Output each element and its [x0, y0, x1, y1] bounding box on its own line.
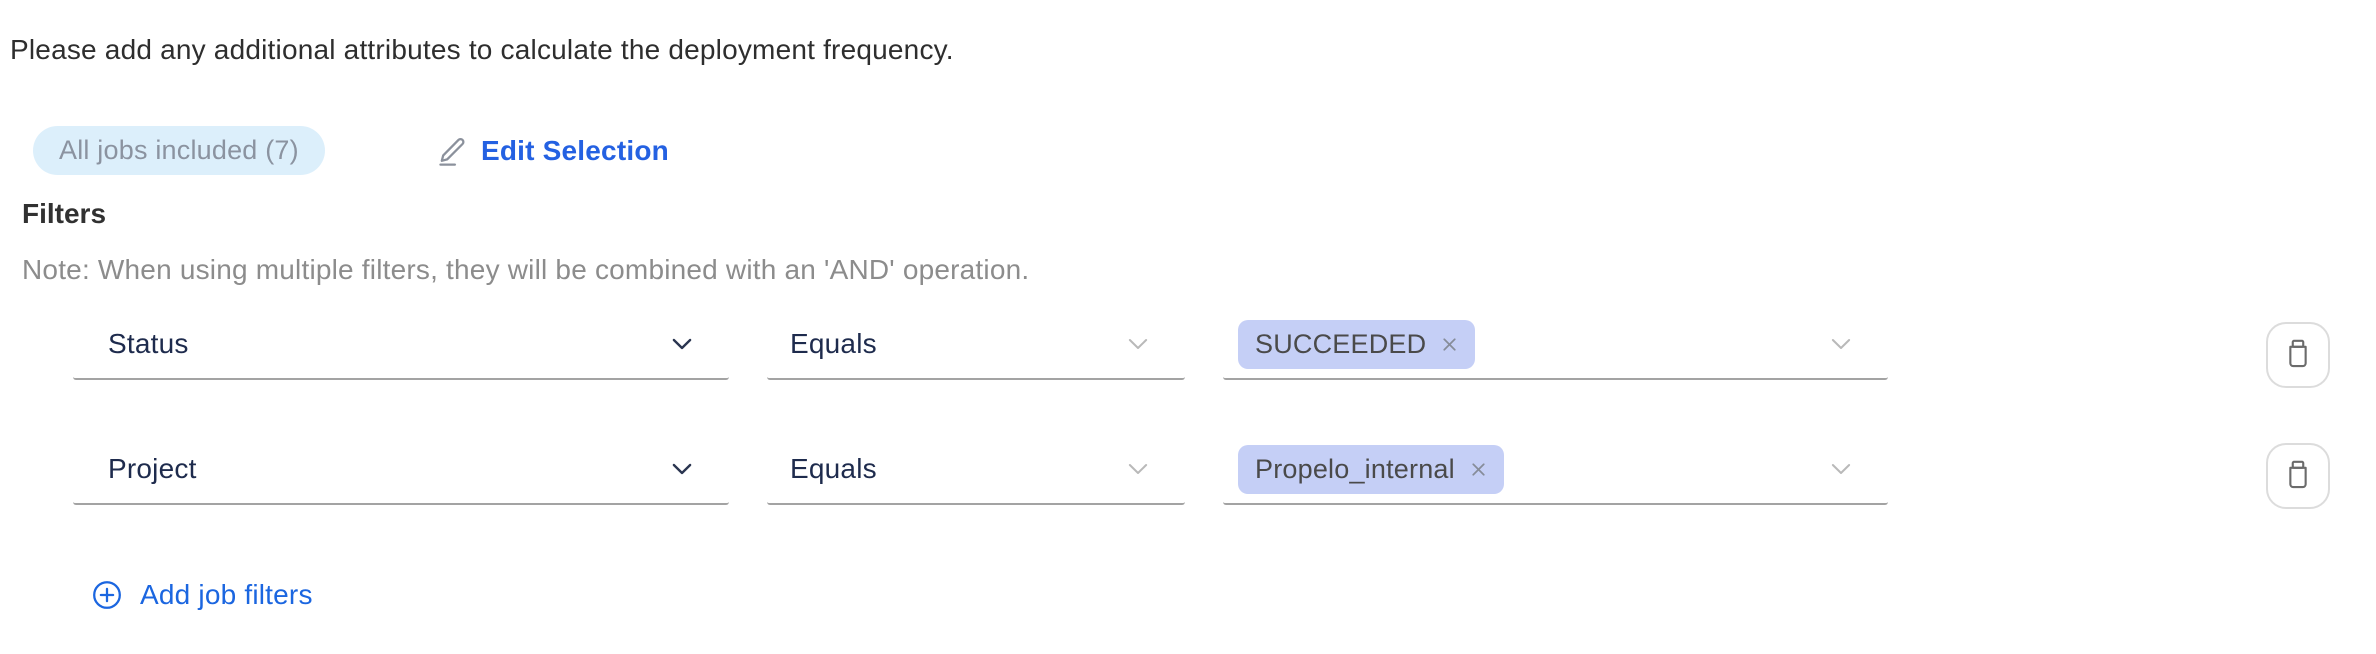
- edit-selection-button[interactable]: Edit Selection: [437, 126, 669, 175]
- remove-value-x-icon[interactable]: [1468, 459, 1489, 480]
- jobs-included-badge-label: All jobs included (7): [59, 135, 299, 165]
- value-tag: SUCCEEDED: [1238, 319, 1476, 369]
- edit-pencil-icon: [437, 135, 469, 167]
- values-multiselect[interactable]: Propelo_internal: [1223, 435, 1888, 505]
- chevron-down-icon: [667, 454, 697, 484]
- operator-select-value: Equals: [790, 328, 877, 359]
- trash-icon: [2281, 457, 2315, 496]
- filters-heading: Filters: [22, 198, 107, 229]
- attribute-select-value: Status: [108, 328, 189, 359]
- filter-row: Project Equals Propelo_internal: [0, 435, 2376, 505]
- attribute-select[interactable]: Status: [73, 310, 729, 380]
- filter-row: Status Equals SUCCEEDED: [0, 310, 2376, 380]
- attribute-select-value: Project: [108, 453, 197, 484]
- add-job-filters-label: Add job filters: [140, 579, 313, 610]
- operator-select[interactable]: Equals: [767, 310, 1185, 380]
- operator-select[interactable]: Equals: [767, 435, 1185, 505]
- remove-value-x-icon[interactable]: [1439, 334, 1460, 355]
- chevron-down-icon: [1826, 329, 1856, 359]
- value-tag-label: SUCCEEDED: [1255, 328, 1427, 359]
- chevron-down-icon: [1826, 454, 1856, 484]
- values-multiselect[interactable]: SUCCEEDED: [1223, 310, 1888, 380]
- delete-filter-button[interactable]: [2266, 443, 2330, 509]
- attribute-select[interactable]: Project: [73, 435, 729, 505]
- chevron-down-icon: [1123, 329, 1153, 359]
- value-tag: Propelo_internal: [1238, 444, 1504, 494]
- chevron-down-icon: [667, 329, 697, 359]
- jobs-included-badge: All jobs included (7): [33, 126, 325, 175]
- operator-select-value: Equals: [790, 453, 877, 484]
- instruction-text: Please add any additional attributes to …: [10, 34, 954, 65]
- filters-note: Note: When using multiple filters, they …: [22, 254, 1030, 285]
- trash-icon: [2281, 336, 2315, 375]
- edit-selection-label: Edit Selection: [481, 134, 669, 166]
- delete-filter-button[interactable]: [2266, 322, 2330, 388]
- value-tag-label: Propelo_internal: [1255, 453, 1455, 484]
- chevron-down-icon: [1123, 454, 1153, 484]
- plus-circle-icon: [91, 579, 123, 611]
- add-job-filters-button[interactable]: Add job filters: [91, 571, 313, 619]
